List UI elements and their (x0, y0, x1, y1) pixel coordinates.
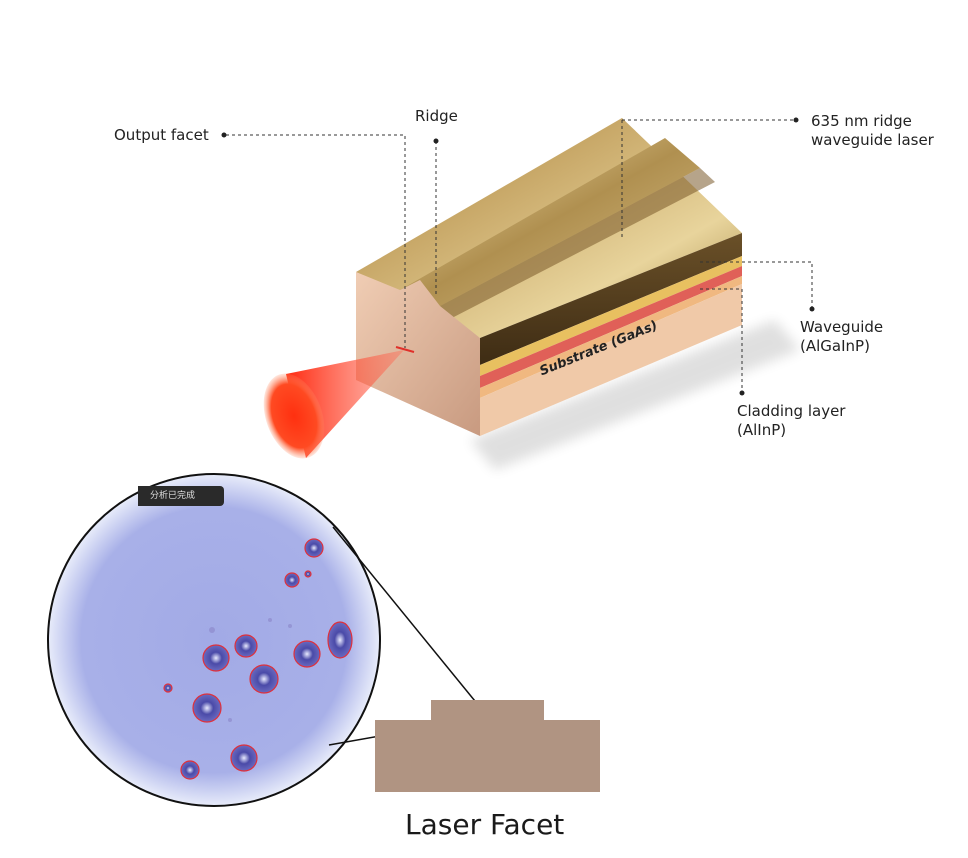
ridge-text: Ridge (415, 107, 458, 125)
defect-spot (304, 538, 324, 558)
chip-ridge (400, 138, 700, 306)
defect-spot (230, 744, 258, 772)
waveguide-label: Waveguide (AlGaInP) (800, 318, 883, 356)
cladding-dot (739, 390, 745, 396)
output-facet-leader (226, 134, 406, 348)
defect-spot (192, 693, 222, 723)
laser-type-line2: waveguide laser (811, 131, 934, 149)
defect-spot (284, 572, 300, 588)
waveguide-leader (700, 261, 813, 308)
chip-side-face (480, 233, 742, 365)
waveguide-dot (809, 306, 815, 312)
emission-point (395, 346, 415, 353)
micrograph-background (48, 474, 380, 806)
ridge-label: Ridge (415, 107, 458, 126)
speck (288, 624, 292, 628)
speck (228, 718, 232, 722)
lower-layer (480, 276, 742, 398)
defect-spot (234, 634, 258, 658)
defect-spot (163, 683, 173, 693)
defect-spots (163, 538, 353, 780)
callout-dots (221, 117, 815, 396)
cladding-label: Cladding layer (AlInP) (737, 402, 845, 440)
micrograph-status-overlay: 分析已完成 (138, 486, 224, 506)
output-facet-face (356, 272, 480, 436)
micrograph-border (47, 473, 381, 807)
ridge-shadow (440, 168, 715, 320)
overlay-text: 分析已完成 (150, 491, 196, 501)
speck (209, 627, 215, 633)
micrograph-inset (47, 473, 489, 807)
defect-spot (249, 664, 279, 694)
laser-facet-block (375, 700, 600, 792)
laser-spot (263, 373, 325, 459)
cladding-leader (700, 288, 743, 392)
output-facet-text: Output facet (114, 126, 209, 144)
zoom-line-top (332, 526, 489, 718)
callout-leaders (226, 119, 813, 392)
waveguide-line1: Waveguide (800, 318, 884, 336)
inset-caption: Laser Facet (405, 808, 565, 841)
output-facet-label: Output facet (114, 126, 209, 145)
laser-type-label: 635 nm ridge waveguide laser (811, 112, 934, 150)
waveguide-layer (480, 256, 742, 376)
defect-spot (304, 570, 312, 578)
chip-shadow (470, 320, 800, 470)
output-facet-dot (221, 132, 227, 138)
defect-spot (202, 644, 230, 672)
speck (268, 618, 272, 622)
defect-spot (180, 760, 200, 780)
defect-spot (327, 621, 353, 659)
waveguide-line2: (AlGaInP) (800, 337, 870, 355)
substrate-side (480, 284, 742, 436)
faint-specks (209, 618, 292, 722)
ridge-dot (433, 138, 439, 144)
cladding-line1: Cladding layer (737, 402, 846, 420)
laser-type-line1: 635 nm ridge (811, 112, 912, 130)
cladding-layer (480, 266, 742, 388)
laser-dot (793, 117, 799, 123)
defect-spot (293, 640, 321, 668)
cladding-line2: (AlInP) (737, 421, 787, 439)
